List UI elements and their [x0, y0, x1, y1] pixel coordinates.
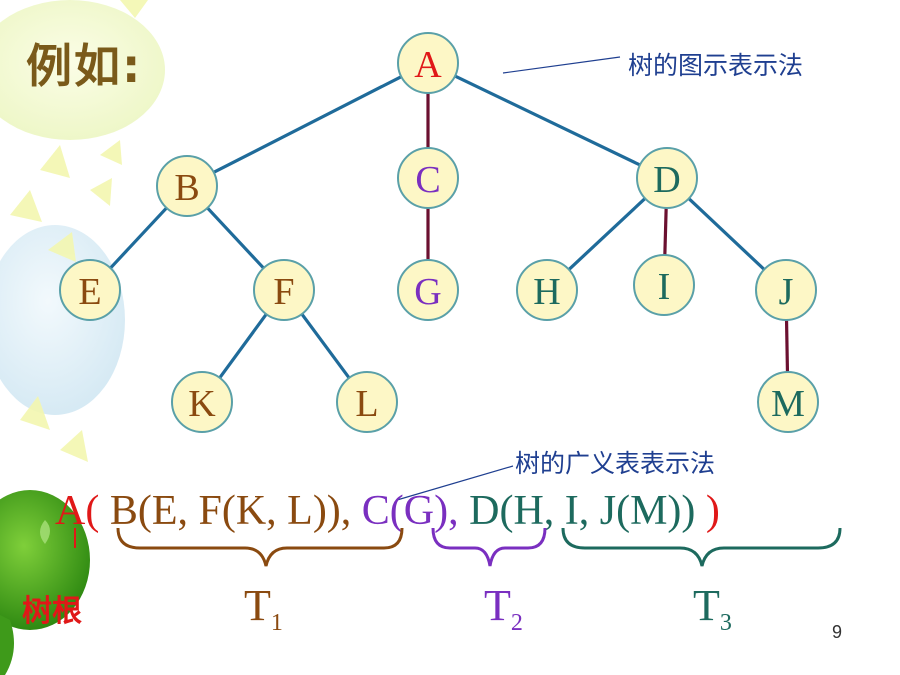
tree-node-f: F	[253, 259, 315, 321]
subtree-label-t1-letter: T	[244, 581, 271, 630]
tree-node-label-m: M	[771, 383, 805, 425]
tree-node-circle-e	[59, 259, 121, 321]
tree-edge-d-j	[687, 197, 766, 271]
tree-node-circle-a	[397, 32, 459, 94]
brace-t3-icon	[561, 527, 842, 567]
subtree-label-t1: T1	[244, 580, 283, 637]
tree-node-l: L	[336, 371, 398, 433]
tree-node-circle-i	[633, 254, 695, 316]
tree-node-circle-d	[636, 147, 698, 209]
brace-t2-icon	[431, 527, 547, 567]
tree-edge-d-i	[663, 207, 668, 256]
tree-node-label-c: C	[415, 159, 440, 201]
tree-edge-f-l	[300, 313, 351, 379]
tree-node-h: H	[516, 259, 578, 321]
tree-node-label-g: G	[414, 271, 441, 313]
leader-line-generalized-list	[396, 465, 514, 501]
tree-node-e: E	[59, 259, 121, 321]
tree-edge-b-e	[109, 206, 168, 270]
tree-node-label-d: D	[653, 159, 680, 201]
tree-node-circle-c	[397, 147, 459, 209]
tree-node-g: G	[397, 259, 459, 321]
expr-subtree-1: B(E, F(K, L))	[109, 488, 341, 534]
tree-node-b: B	[156, 155, 218, 217]
brace-t1-icon	[116, 527, 404, 567]
subtree-label-t2-sub: 2	[510, 609, 523, 636]
tree-edge-f-k	[218, 313, 268, 379]
tree-node-label-e: E	[78, 271, 101, 313]
tree-node-m: M	[757, 371, 819, 433]
tree-node-label-b: B	[174, 167, 199, 209]
tree-node-k: K	[171, 371, 233, 433]
page-number: 9	[832, 622, 843, 642]
tree-node-i: I	[633, 254, 695, 316]
tree-edge-a-b	[212, 75, 403, 174]
tree-node-j: J	[755, 259, 817, 321]
tree-edge-d-h	[567, 197, 647, 271]
tree-node-label-k: K	[188, 383, 216, 425]
tree-node-circle-m	[757, 371, 819, 433]
subtree-label-t3-letter: T	[693, 581, 720, 630]
root-caption: 树根	[22, 594, 82, 629]
subtree-label-t3: T3	[693, 580, 732, 637]
tree-node-circle-f	[253, 259, 315, 321]
tree-node-circle-b	[156, 155, 218, 217]
expr-subtree-3: D(H, I, J(M))	[469, 488, 696, 534]
subtree-label-t2: T2	[484, 580, 523, 637]
label-generalized-list: 树的广义表表示法	[515, 449, 716, 478]
tree-node-c: C	[397, 147, 459, 209]
tree-node-d: D	[636, 147, 698, 209]
tree-node-label-f: F	[273, 271, 294, 313]
tree-edge-b-f	[206, 206, 265, 270]
subtree-label-t2-letter: T	[484, 581, 511, 630]
tree-edge-a-d	[454, 74, 641, 167]
tree-node-circle-k	[171, 371, 233, 433]
leaf-rays-icon	[10, 0, 148, 462]
expr-separator-2: ,	[448, 488, 459, 534]
tree-node-label-h: H	[533, 271, 560, 313]
page-heading: 例如:	[26, 39, 143, 93]
expr-close: )	[705, 488, 720, 534]
balloon-yellow-icon	[0, 0, 165, 140]
tree-node-circle-g	[397, 259, 459, 321]
expr-subtree-2: C(G)	[361, 488, 449, 534]
balloon-green-icon	[0, 490, 90, 675]
tree-edge-j-m	[784, 319, 790, 373]
subtree-label-t3-sub: 3	[719, 609, 732, 636]
tree-node-label-a: A	[414, 44, 442, 86]
tree-node-label-j: J	[779, 271, 794, 313]
tree-node-circle-h	[516, 259, 578, 321]
tree-node-label-l: L	[355, 383, 378, 425]
tree-node-circle-j	[755, 259, 817, 321]
tree-node-circle-l	[336, 371, 398, 433]
tree-node-label-i: I	[658, 266, 671, 308]
tree-node-a: A	[397, 32, 459, 94]
leader-line-tree-diagram	[502, 56, 621, 74]
label-tree-diagram: 树的图示表示法	[628, 51, 804, 80]
expr-separator-1: ,	[340, 488, 352, 534]
subtree-label-t1-sub: 1	[270, 609, 283, 636]
expr-root: A(	[55, 488, 100, 534]
generalized-list-expression: A( B(E, F(K, L)), C(G), D(H, I, J(M)) )	[55, 490, 720, 532]
